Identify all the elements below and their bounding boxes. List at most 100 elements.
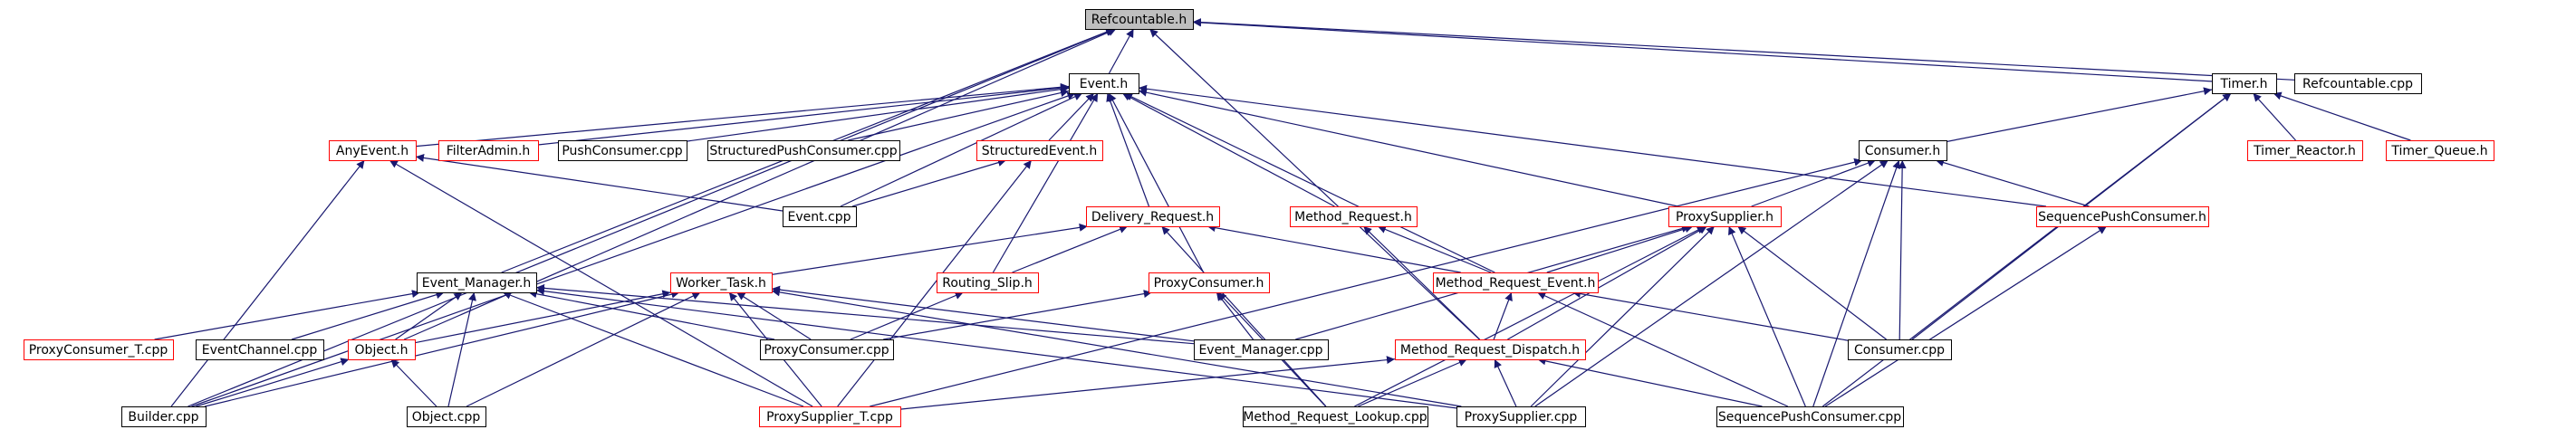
file-node-eventchannel-cpp[interactable]: EventChannel.cpp — [196, 339, 324, 360]
include-edge-sequencepushconsumer-cpp-to-method-request-dispatch-h — [1537, 357, 1763, 407]
file-node-box — [1433, 272, 1599, 293]
file-node-method-request-dispatch-h[interactable]: Method_Request_Dispatch.h — [1395, 339, 1586, 360]
include-edge-method-request-event-h-to-method-request-h — [1377, 225, 1492, 273]
file-node-event-manager-h[interactable]: Event_Manager.h — [417, 272, 537, 293]
include-edge-proxysupplier-h-to-consumer-h — [1751, 158, 1877, 207]
include-edge-pushconsumer-cpp-to-event-h — [686, 85, 1070, 142]
file-node-box — [976, 140, 1103, 161]
include-edge-event-cpp-to-anyevent-h — [415, 153, 783, 212]
file-node-box — [348, 339, 416, 360]
file-node-box — [1290, 206, 1418, 227]
file-node-refcountable-h[interactable]: Refcountable.h — [1085, 9, 1194, 30]
include-edge-proxysupplier-t-cpp-to-consumer-h — [870, 157, 1863, 407]
file-node-consumer-cpp[interactable]: Consumer.cpp — [1848, 339, 1952, 360]
file-node-method-request-event-h[interactable]: Method_Request_Event.h — [1433, 272, 1599, 293]
include-edge-proxysupplier-cpp-to-method-request-dispatch-h — [1494, 358, 1517, 407]
file-node-proxyconsumer-t-cpp[interactable]: ProxyConsumer_T.cpp — [24, 339, 174, 360]
file-node-box — [329, 140, 417, 161]
file-node-label: Routing_Slip.h — [942, 276, 1033, 291]
file-node-box — [1859, 140, 1947, 161]
include-edge-builder-cpp-to-worker-task-h — [205, 290, 680, 407]
file-node-box — [1194, 339, 1329, 360]
file-node-box — [558, 140, 687, 161]
include-edge-method-request-event-h-to-event-h — [1123, 92, 1495, 273]
file-node-pushconsumer-cpp[interactable]: PushConsumer.cpp — [558, 140, 687, 161]
file-node-proxysupplier-h[interactable]: ProxySupplier.h — [1668, 206, 1782, 227]
include-edge-timer-queue-h-to-timer-h — [2273, 91, 2411, 141]
file-node-label: Delivery_Request.h — [1091, 210, 1214, 224]
include-edge-method-request-dispatch-h-to-refcountable-h — [1149, 28, 1480, 340]
file-node-box — [759, 406, 901, 427]
file-node-sequencepushconsumer-cpp[interactable]: SequencePushConsumer.cpp — [1716, 406, 1904, 427]
include-edge-builder-cpp-to-refcountable-h — [187, 28, 1115, 407]
include-edge-event-manager-cpp-to-worker-task-h — [771, 285, 1195, 342]
file-node-label: Event_Manager.cpp — [1198, 343, 1322, 358]
file-node-sequencepushconsumer-h[interactable]: SequencePushConsumer.h — [2036, 206, 2209, 227]
file-node-label: ProxyConsumer.h — [1154, 276, 1264, 291]
file-node-box — [1716, 406, 1904, 427]
file-node-box — [196, 339, 324, 360]
file-node-anyevent-h[interactable]: AnyEvent.h — [329, 140, 417, 161]
file-node-timer-reactor-h[interactable]: Timer_Reactor.h — [2247, 140, 2363, 161]
file-node-filteradmin-h[interactable]: FilterAdmin.h — [438, 140, 539, 161]
include-edge-sequencepushconsumer-cpp-to-proxysupplier-h — [1728, 225, 1806, 407]
file-node-label: Method_Request_Lookup.cpp — [1243, 410, 1427, 425]
file-node-event-h[interactable]: Event.h — [1069, 73, 1139, 94]
file-node-box — [1086, 206, 1220, 227]
file-node-worker-task-h[interactable]: Worker_Task.h — [670, 272, 773, 293]
file-node-proxysupplier-t-cpp[interactable]: ProxySupplier_T.cpp — [759, 406, 901, 427]
include-edge-method-request-dispatch-h-to-proxysupplier-h — [1507, 225, 1707, 340]
file-node-label: Object.h — [355, 343, 409, 358]
file-node-label: Timer.h — [2219, 77, 2267, 91]
file-node-box — [1085, 9, 1194, 30]
include-edge-eventchannel-cpp-to-event-manager-h — [291, 291, 445, 340]
include-edge-method-request-event-h-to-proxysupplier-h — [1546, 224, 1694, 273]
file-node-structuredpushconsumer-cpp[interactable]: StructuredPushConsumer.cpp — [707, 140, 900, 161]
file-node-object-cpp[interactable]: Object.cpp — [407, 406, 486, 427]
include-edge-proxysupplier-cpp-to-worker-task-h — [771, 288, 1462, 407]
file-node-delivery-request-h[interactable]: Delivery_Request.h — [1086, 206, 1220, 227]
include-edge-method-request-lookup-cpp-to-method-request-dispatch-h — [1358, 358, 1467, 407]
file-node-box — [760, 339, 894, 360]
file-node-routing-slip-h[interactable]: Routing_Slip.h — [937, 272, 1039, 293]
file-node-structuredevent-h[interactable]: StructuredEvent.h — [976, 140, 1103, 161]
file-node-consumer-h[interactable]: Consumer.h — [1859, 140, 1947, 161]
file-node-label: Event.cpp — [787, 210, 851, 224]
include-edge-sequencepushconsumer-h-to-event-h — [1138, 84, 2046, 207]
include-edge-timer-reactor-h-to-timer-h — [2253, 92, 2296, 141]
file-node-proxyconsumer-cpp[interactable]: ProxyConsumer.cpp — [760, 339, 894, 360]
file-node-event-cpp[interactable]: Event.cpp — [783, 206, 857, 227]
include-edge-event-manager-cpp-to-event-manager-h — [535, 283, 1195, 345]
include-edge-object-cpp-to-worker-task-h — [466, 291, 701, 407]
file-node-box — [670, 272, 773, 293]
file-node-box — [417, 272, 537, 293]
file-node-event-manager-cpp[interactable]: Event_Manager.cpp — [1194, 339, 1329, 360]
file-node-builder-cpp[interactable]: Builder.cpp — [121, 406, 207, 427]
file-node-method-request-h[interactable]: Method_Request.h — [1290, 206, 1418, 227]
file-node-box — [2386, 140, 2494, 161]
include-edge-event-cpp-to-structuredevent-h — [851, 158, 1007, 207]
include-edge-routing-slip-h-to-event-h — [992, 92, 1099, 273]
include-edge-proxyconsumer-cpp-to-routing-slip-h — [850, 291, 964, 340]
file-node-label: Refcountable.h — [1091, 13, 1187, 27]
include-edge-structuredpushconsumer-cpp-to-event-h — [848, 89, 1070, 141]
include-edge-proxyconsumer-t-cpp-to-event-manager-h — [154, 290, 421, 340]
file-node-object-h[interactable]: Object.h — [348, 339, 416, 360]
include-edge-sequencepushconsumer-cpp-to-consumer-h — [1812, 159, 1900, 407]
include-edge-builder-cpp-to-anyevent-h — [170, 159, 365, 407]
include-edge-event-cpp-to-event-h — [840, 92, 1083, 207]
file-node-box — [2036, 206, 2209, 227]
file-node-proxyconsumer-h[interactable]: ProxyConsumer.h — [1149, 272, 1270, 293]
include-edge-event-manager-cpp-to-proxyconsumer-h — [1216, 291, 1254, 340]
file-node-proxysupplier-cpp[interactable]: ProxySupplier.cpp — [1456, 406, 1586, 427]
file-node-box — [1243, 406, 1428, 427]
file-node-method-request-lookup-cpp[interactable]: Method_Request_Lookup.cpp — [1243, 406, 1428, 427]
include-edge-sequencepushconsumer-h-to-consumer-h — [1935, 158, 2090, 207]
file-node-timer-queue-h[interactable]: Timer_Queue.h — [2386, 140, 2494, 161]
include-edge-routing-slip-h-to-delivery-request-h — [1012, 225, 1129, 273]
file-node-refcountable-cpp[interactable]: Refcountable.cpp — [2294, 73, 2422, 94]
file-node-label: FilterAdmin.h — [447, 144, 531, 158]
include-edge-proxyconsumer-cpp-to-proxyconsumer-h — [883, 290, 1152, 340]
file-node-timer-h[interactable]: Timer.h — [2212, 73, 2277, 94]
include-edge-event-h-to-refcountable-h — [1108, 28, 1135, 74]
